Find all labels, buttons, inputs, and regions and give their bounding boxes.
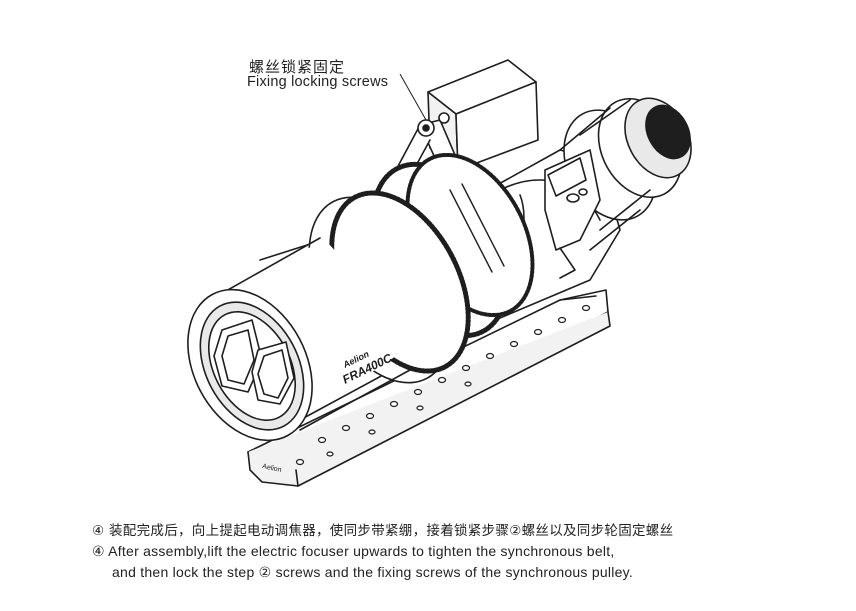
step-4-instruction-en-line1: ④ After assembly,lift the electric focus… [92,543,615,559]
rail-holes [295,304,591,466]
lens-assembly-illustration: Aelion [187,59,692,487]
callout-label-cn: 螺丝锁紧固定 [249,58,346,76]
base-rail [247,289,611,487]
step-4-instruction-cn: ④ 装配完成后，向上提起电动调焦器，使同步带紧绷，接着锁紧步骤②螺丝以及同步轮固… [92,523,674,539]
sync-belt [449,183,505,273]
rail-brand-logo: Aelion [262,463,283,474]
callout-leader [399,73,427,121]
callout-label-en: Fixing locking screws [247,74,389,90]
step-4-instruction-en-line2: and then lock the step ② screws and the … [112,564,633,580]
lens-mount-bracket [544,149,601,279]
lens-cap [213,319,295,405]
